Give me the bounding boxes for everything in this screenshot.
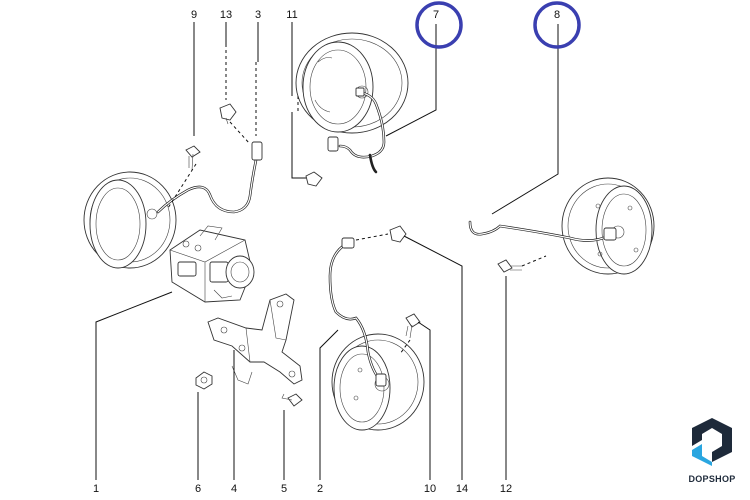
callout-2: 2 (317, 483, 323, 495)
assembly-guides (167, 44, 547, 355)
bolt-10[interactable] (405, 313, 421, 339)
dopshop-logo: DOPSHOP (688, 418, 735, 484)
clip-14[interactable] (389, 225, 407, 243)
wheel-speed-sensor-7[interactable] (327, 87, 386, 174)
callout-12: 12 (500, 483, 512, 495)
callout-3: 3 (255, 9, 261, 21)
wheel-rim-top (295, 32, 409, 134)
wheel-speed-sensor-9[interactable] (156, 141, 263, 214)
abs-hydraulic-unit[interactable] (169, 225, 255, 303)
callout-4: 4 (231, 483, 237, 495)
wheel-rim-left (83, 171, 177, 269)
bolt-12[interactable] (497, 259, 522, 273)
bolt-5[interactable] (281, 393, 303, 407)
leader-lines (95, 22, 559, 480)
wheel-rim-right (561, 177, 655, 275)
callout-9: 9 (191, 9, 197, 21)
bolt-9[interactable] (185, 145, 201, 171)
highlight-circle-8 (533, 1, 581, 49)
callout-7: 7 (433, 9, 439, 21)
callout-10: 10 (424, 483, 436, 495)
abs-unit-bracket[interactable] (207, 293, 303, 385)
nut-6[interactable] (195, 371, 213, 390)
callout-13: 13 (220, 9, 232, 21)
highlight-circle-7 (415, 1, 463, 49)
callout-6: 6 (195, 483, 201, 495)
clip-13[interactable] (219, 103, 237, 125)
callout-8: 8 (554, 9, 560, 21)
callout-11: 11 (286, 9, 297, 21)
callout-14: 14 (456, 483, 468, 495)
logo-text: DOPSHOP (688, 474, 735, 484)
bolt-11[interactable] (305, 171, 323, 187)
wheel-speed-sensor-2[interactable] (328, 237, 387, 387)
wheel-speed-sensor-8[interactable] (468, 220, 617, 242)
callout-5: 5 (281, 483, 287, 495)
callout-1: 1 (93, 483, 99, 495)
